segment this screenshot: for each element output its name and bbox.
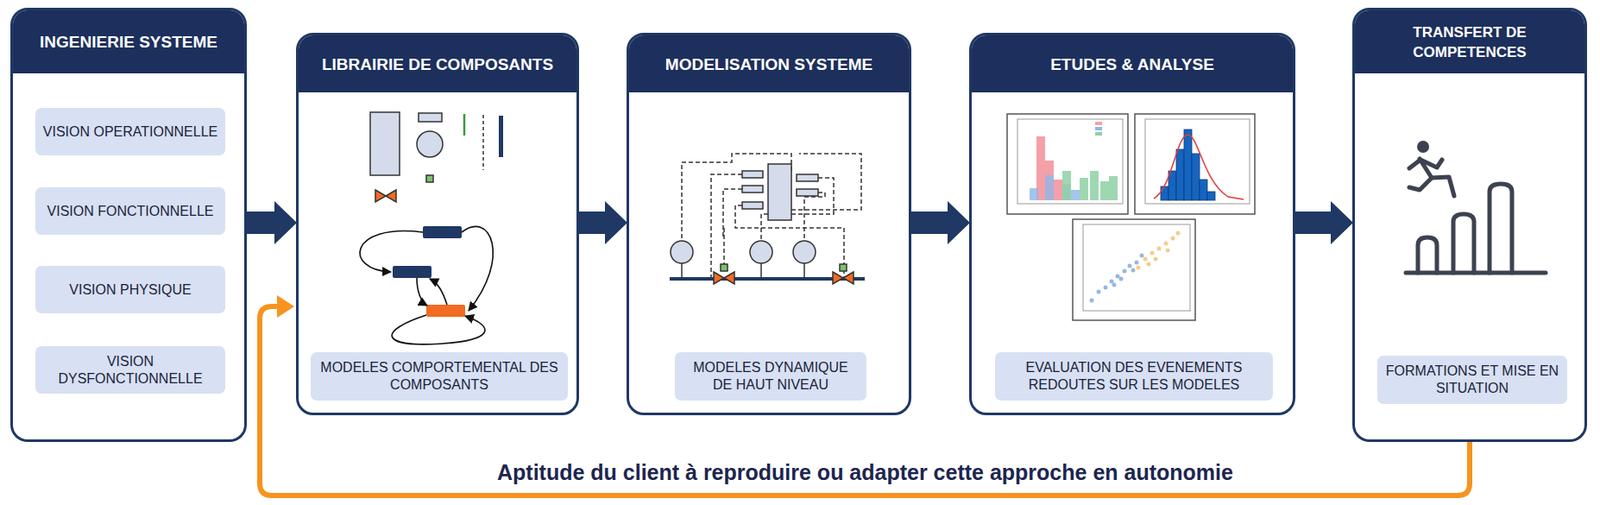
- item-text: VISION DYSFONCTIONNELLE: [42, 352, 219, 388]
- item-box: EVALUATION DES EVENEMENTS REDOUTES SUR L…: [995, 352, 1273, 401]
- analysis-charts: [1007, 113, 1255, 321]
- item-text: VISION PHYSIQUE: [69, 281, 191, 299]
- stage-panel: ETUDES & ANALYSE EVALUATION DES EVENEMENT…: [969, 32, 1296, 416]
- panel-header: MODELISATION SYSTEME: [629, 35, 909, 93]
- item-box: VISION DYSFONCTIONNELLE: [35, 346, 226, 394]
- item-box: FORMATIONS ET MISE EN SITUATION: [1377, 355, 1568, 404]
- item-text: VISION FONCTIONNELLE: [47, 202, 215, 221]
- panel-header: INGENIERIE SYSTEME: [12, 10, 245, 74]
- panel-header: ETUDES & ANALYSE: [971, 35, 1293, 93]
- panel-title: ETUDES & ANALYSE: [1050, 54, 1215, 75]
- progress-icon: [1405, 140, 1546, 273]
- system-model-figure: [669, 153, 865, 284]
- item-box: VISION PHYSIQUE: [35, 265, 226, 314]
- panel-title: TRANSFERT DE COMPETENCES: [1354, 22, 1585, 63]
- panel-title: MODELISATION SYSTEME: [665, 54, 873, 75]
- flow-arrow: [245, 201, 297, 245]
- flow-arrow: [909, 201, 971, 245]
- flow-arrow: [577, 201, 628, 245]
- item-text: VISION OPERATIONNELLE: [43, 123, 218, 141]
- component-library-figure: [359, 112, 504, 345]
- item-box: MODELES DYNAMIQUE DE HAUT NIVEAU: [674, 352, 867, 401]
- panel-title: INGENIERIE SYSTEME: [39, 31, 218, 52]
- stage-panel: LIBRAIRIE DE COMPOSANTS MODELES COMPORTEM…: [296, 32, 580, 416]
- flow-arrow: [1293, 201, 1354, 245]
- item-text: MODELES DYNAMIQUE DE HAUT NIVEAU: [681, 359, 860, 394]
- stage-panel: MODELISATION SYSTEME MODELES DYNAMIQUE DE…: [626, 32, 912, 416]
- flow-arrow: [259, 295, 1470, 496]
- stage-panel: INGENIERIE SYSTEME VISION OPERATIONNELLE V…: [10, 7, 247, 442]
- item-box: VISION FONCTIONNELLE: [35, 187, 226, 235]
- item-text: MODELES COMPORTEMENTAL DES COMPOSANTS: [317, 359, 561, 394]
- panel-title: LIBRAIRIE DE COMPOSANTS: [321, 54, 554, 75]
- stage-panel: TRANSFERT DE COMPETENCES FORMATIONS ET MI…: [1352, 7, 1588, 442]
- item-box: MODELES COMPORTEMENTAL DES COMPOSANTS: [310, 352, 568, 401]
- item-text: FORMATIONS ET MISE EN SITUATION: [1384, 362, 1561, 397]
- loop-label: Aptitude du client à reproduire ou adapt…: [493, 459, 1237, 486]
- panel-header: LIBRAIRIE DE COMPOSANTS: [298, 35, 577, 93]
- panel-header: TRANSFERT DE COMPETENCES: [1354, 10, 1585, 74]
- item-text: EVALUATION DES EVENEMENTS REDOUTES SUR L…: [1001, 359, 1267, 394]
- item-box: VISION OPERATIONNELLE: [35, 107, 226, 156]
